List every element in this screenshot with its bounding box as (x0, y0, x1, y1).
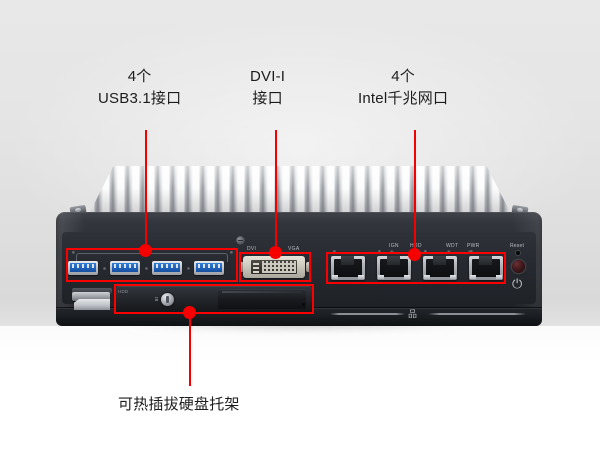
led-label-ign: IGN (389, 243, 399, 249)
usb-divider-dot-1 (103, 267, 106, 270)
lan-port-1-tab (341, 256, 354, 265)
usb-callout-dot (139, 244, 152, 257)
dvi-digital-pins (262, 261, 296, 273)
lan-port-1-led-left (332, 275, 338, 279)
lan-port-1-led-right (358, 275, 364, 279)
dvi-callout-label: DVI-I 接口 (250, 68, 286, 107)
usb-callout-line (145, 130, 147, 248)
lan-port-3-led-right (450, 275, 456, 279)
lan-panel-screw-2 (378, 250, 381, 253)
lan-port-2-led-left (378, 275, 384, 279)
bay-lock-icon: ⌸ (155, 297, 159, 303)
bay-lock-keyhole[interactable] (161, 293, 174, 306)
dvi-i-port[interactable] (243, 256, 305, 278)
led-label-pwr: PWR (467, 243, 480, 249)
left-card-slot[interactable] (72, 292, 110, 301)
usb-callout-label: 4个 USB3.1接口 (98, 68, 182, 107)
lan-port-1[interactable] (331, 256, 365, 280)
lan-port-3-led-left (424, 275, 430, 279)
bay-highlight-box (114, 284, 314, 314)
vga-silk-label: VGA (288, 246, 300, 252)
reset-label: Reset (510, 243, 525, 249)
lan-port-3[interactable] (423, 256, 457, 280)
dvi-analog-pins (253, 261, 259, 273)
bay-2-pin (302, 303, 305, 306)
lan-panel-screw-3 (424, 250, 427, 253)
panel-screw-center (236, 236, 245, 245)
usb-port-3[interactable] (152, 261, 182, 275)
lan-highlight-box (326, 252, 506, 284)
dvi-screw-post-left (239, 262, 244, 272)
lan-port-2-tab (387, 256, 400, 265)
usb-divider-dot-3 (187, 267, 190, 270)
usb-port-2[interactable] (110, 261, 140, 275)
bay-2-trim (222, 291, 302, 293)
bay-silk-label: HDD (118, 289, 129, 294)
usb-panel-screw (72, 251, 75, 254)
lan-port-2-led-right (404, 275, 410, 279)
lan-port-4-led-left (470, 275, 476, 279)
lan-port-4-led-right (496, 275, 502, 279)
lan-panel-screw-4 (470, 250, 473, 253)
usb-rail-trim (76, 253, 228, 262)
left-slot-cap (72, 288, 112, 294)
lan-panel-screw-1 (333, 250, 336, 253)
network-icon: 品 (408, 309, 418, 319)
bay-callout-label: 可热插拔硬盘托架 (118, 396, 240, 413)
lan-port-4[interactable] (469, 256, 503, 280)
lan-port-3-tab (433, 256, 446, 265)
floor-surface (0, 326, 600, 450)
lan-port-4-tab (479, 256, 492, 265)
lan-callout-line (414, 130, 416, 252)
power-button[interactable] (512, 260, 525, 273)
usb-divider-dot-2 (145, 267, 148, 270)
usb-port-1[interactable] (68, 261, 98, 275)
led-label-wdt: WDT (446, 243, 459, 249)
lan-callout-dot (408, 248, 421, 261)
hot-swap-drive-bay-2[interactable] (218, 289, 306, 309)
dvi-callout-line (275, 130, 277, 250)
base-trim-right (428, 313, 526, 315)
usb-port-4[interactable] (194, 261, 224, 275)
dvi-highlight-box (239, 252, 311, 282)
reset-pinhole[interactable] (516, 251, 520, 255)
dvi-silk-label: DVI (247, 246, 257, 252)
left-card-tray[interactable] (74, 299, 110, 310)
lan-callout-label: 4个 Intel千兆网口 (358, 68, 449, 107)
usb-panel-screw-right (230, 251, 233, 254)
bay-callout-line (189, 312, 191, 386)
usb-highlight-box (66, 248, 238, 282)
power-icon: ⏻ (512, 276, 523, 291)
dvi-screw-post-right (306, 262, 311, 272)
base-trim-left (330, 313, 405, 315)
lan-port-2[interactable] (377, 256, 411, 280)
